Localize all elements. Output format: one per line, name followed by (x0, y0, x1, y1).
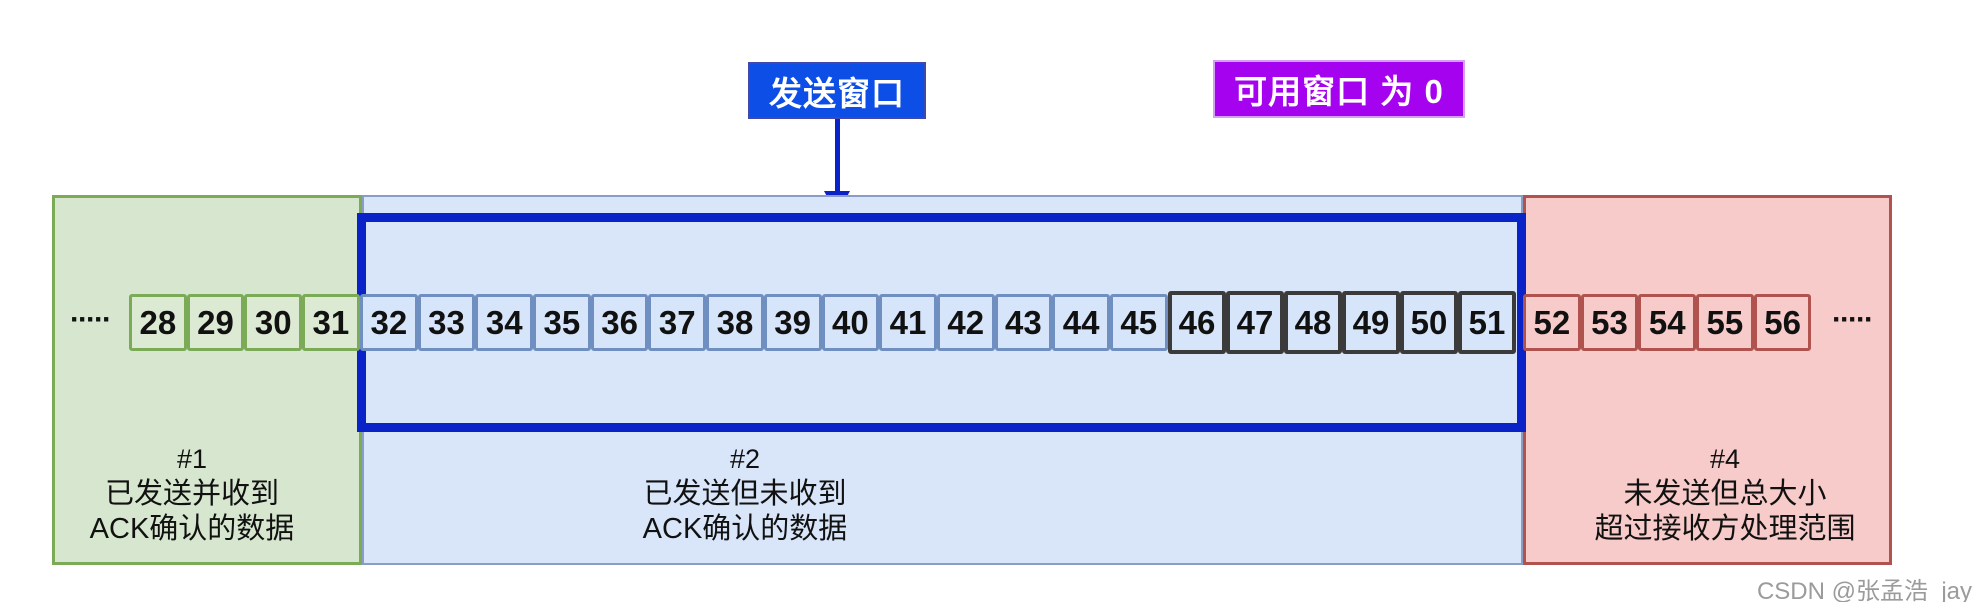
sequence-cell: 35 (533, 294, 591, 351)
sequence-cell: 47 (1226, 291, 1284, 354)
sequence-cell: 49 (1342, 291, 1400, 354)
caption-unacked-line1: 已发送但未收到 (643, 478, 847, 510)
region-sent-unacked-data (362, 195, 1523, 565)
send-window-label: 发送窗口 (748, 62, 926, 119)
caption-oversize-hash: #4 (1709, 444, 1741, 474)
sequence-cell: 32 (360, 294, 418, 351)
sequence-cell: 51 (1458, 291, 1516, 354)
sequence-cell: 45 (1109, 294, 1168, 351)
sequence-cell: 54 (1638, 294, 1697, 351)
sequence-cell: 41 (879, 294, 937, 351)
sequence-cell: 37 (648, 294, 707, 351)
sequence-cell: 34 (475, 294, 534, 351)
sequence-cell: 48 (1284, 291, 1342, 354)
caption-oversize: #4 未发送但总大小 超过接收方处理范围 (1525, 442, 1925, 547)
region-not-sent-oversize (1523, 195, 1892, 565)
sequence-cell: 40 (821, 294, 880, 351)
sequence-cell: 46 (1168, 291, 1226, 354)
send-window-arrow-line (835, 119, 840, 193)
caption-oversize-line2: 超过接收方处理范围 (1594, 513, 1856, 545)
sequence-cell: 52 (1523, 294, 1581, 351)
caption-acked: #1 已发送并收到 ACK确认的数据 (42, 442, 342, 547)
watermark-text: CSDN @张孟浩_jay (1756, 578, 1972, 602)
sequence-cell: 33 (417, 294, 476, 351)
available-window-zero-label: 可用窗口 为 0 (1213, 60, 1465, 118)
sequence-cell: 53 (1580, 294, 1639, 351)
caption-sent-unacked: #2 已发送但未收到 ACK确认的数据 (545, 442, 945, 547)
caption-unacked-hash: #2 (729, 444, 761, 474)
sequence-cell: 39 (763, 294, 822, 351)
sequence-cell: 30 (244, 294, 303, 351)
caption-acked-line2: ACK确认的数据 (89, 513, 295, 545)
sequence-cell: 56 (1753, 294, 1812, 351)
caption-oversize-line1: 未发送但总大小 (1623, 478, 1827, 510)
ellipsis-right: ····· (1832, 303, 1874, 336)
caption-unacked-line2: ACK确认的数据 (642, 513, 848, 545)
ellipsis-left: ····· (70, 303, 112, 336)
sequence-cell: 36 (590, 294, 649, 351)
sequence-cell: 38 (706, 294, 764, 351)
caption-acked-line1: 已发送并收到 (104, 478, 279, 510)
region-acked-data (52, 195, 362, 565)
sequence-cell: 55 (1696, 294, 1754, 351)
caption-acked-hash: #1 (176, 444, 208, 474)
sequence-cell: 42 (936, 294, 995, 351)
sequence-cell: 44 (1052, 294, 1110, 351)
sequence-cell: 50 (1400, 291, 1458, 354)
sequence-cell: 43 (994, 294, 1053, 351)
sequence-cell: 31 (302, 294, 360, 351)
sequence-cell: 28 (129, 294, 187, 351)
sequence-cell: 29 (186, 294, 245, 351)
